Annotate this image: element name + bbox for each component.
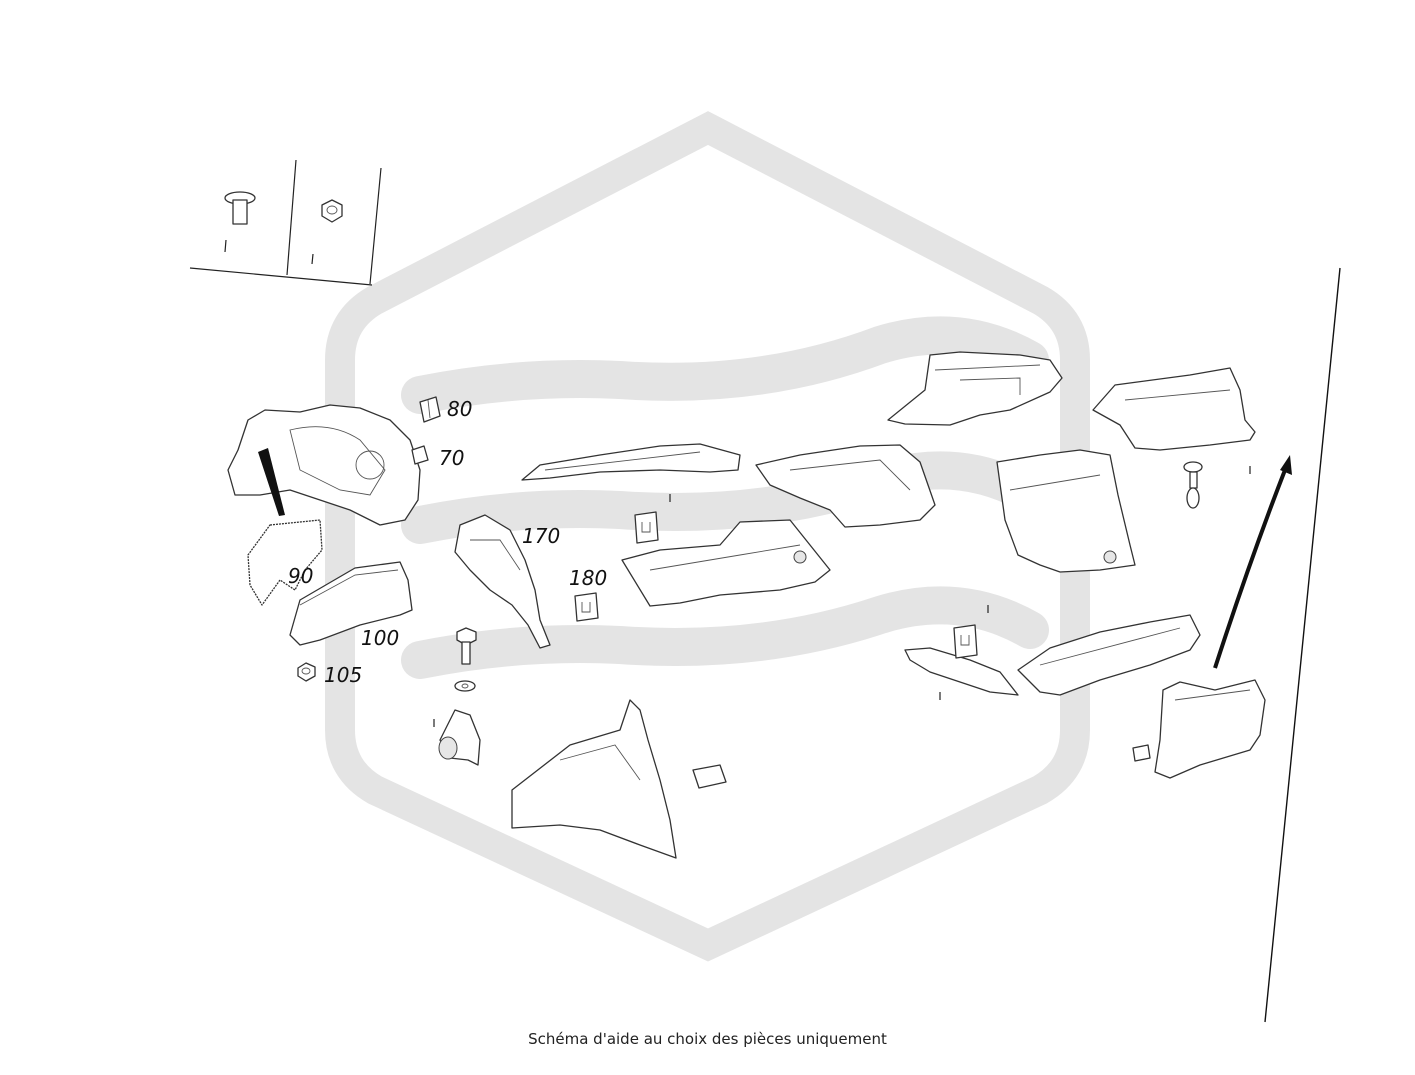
part-shield-strip-lower[interactable] <box>904 647 1019 696</box>
small-clip-icon-far-right[interactable] <box>1132 744 1151 762</box>
screw-with-washer-icon[interactable] <box>1183 461 1203 509</box>
part-insulation-left-large[interactable] <box>227 404 421 526</box>
bolt-icon[interactable] <box>456 627 477 665</box>
engine-mount-icon[interactable] <box>438 709 481 766</box>
part-heat-shield-middle-right[interactable] <box>755 444 936 528</box>
part-170-shield[interactable] <box>454 514 551 649</box>
callout-80: 80 <box>447 397 472 421</box>
callout-70: 70 <box>439 446 464 470</box>
clip-u-icon-center[interactable] <box>634 511 659 544</box>
part-105-nut[interactable] <box>297 662 316 682</box>
part-180-clip[interactable] <box>574 592 599 622</box>
fastener-inset-table <box>189 159 382 286</box>
part-100-heat-shield[interactable] <box>289 561 413 646</box>
direction-arrow <box>1213 455 1292 669</box>
part-tunnel-shield-lower[interactable] <box>621 519 831 607</box>
callout-100: 100 <box>361 626 399 650</box>
clip-u-icon-right[interactable] <box>953 624 978 659</box>
part-tunnel-shield-upper[interactable] <box>521 443 741 481</box>
part-70-clip[interactable] <box>411 445 429 465</box>
part-bracket-far-right[interactable] <box>1154 679 1266 779</box>
callout-180: 180 <box>569 566 607 590</box>
stud-bolt-icon[interactable] <box>224 191 256 253</box>
part-shield-right-lower[interactable] <box>1017 614 1201 696</box>
part-insulation-bottom-center[interactable] <box>511 699 677 859</box>
part-exhaust-shield-top[interactable] <box>887 351 1063 426</box>
diagram-caption: Schéma d'aide au choix des pièces unique… <box>528 1030 887 1048</box>
part-shield-right-middle[interactable] <box>996 449 1136 573</box>
hex-nut-icon[interactable] <box>311 199 343 265</box>
reference-ticks <box>433 466 1251 727</box>
part-shield-right-top[interactable] <box>1092 367 1256 451</box>
part-80-clip[interactable] <box>419 396 441 423</box>
frame-edge-line <box>1264 267 1341 1023</box>
callout-90: 90 <box>288 564 313 588</box>
washer-icon[interactable] <box>454 680 476 692</box>
watermark-logo <box>325 111 1090 962</box>
part-90-pad[interactable] <box>247 519 323 606</box>
callout-105: 105 <box>324 663 362 687</box>
callout-170: 170 <box>522 524 560 548</box>
small-tag-icon[interactable] <box>692 764 727 789</box>
callout-labels: 80 70 170 180 90 100 105 <box>288 397 607 687</box>
